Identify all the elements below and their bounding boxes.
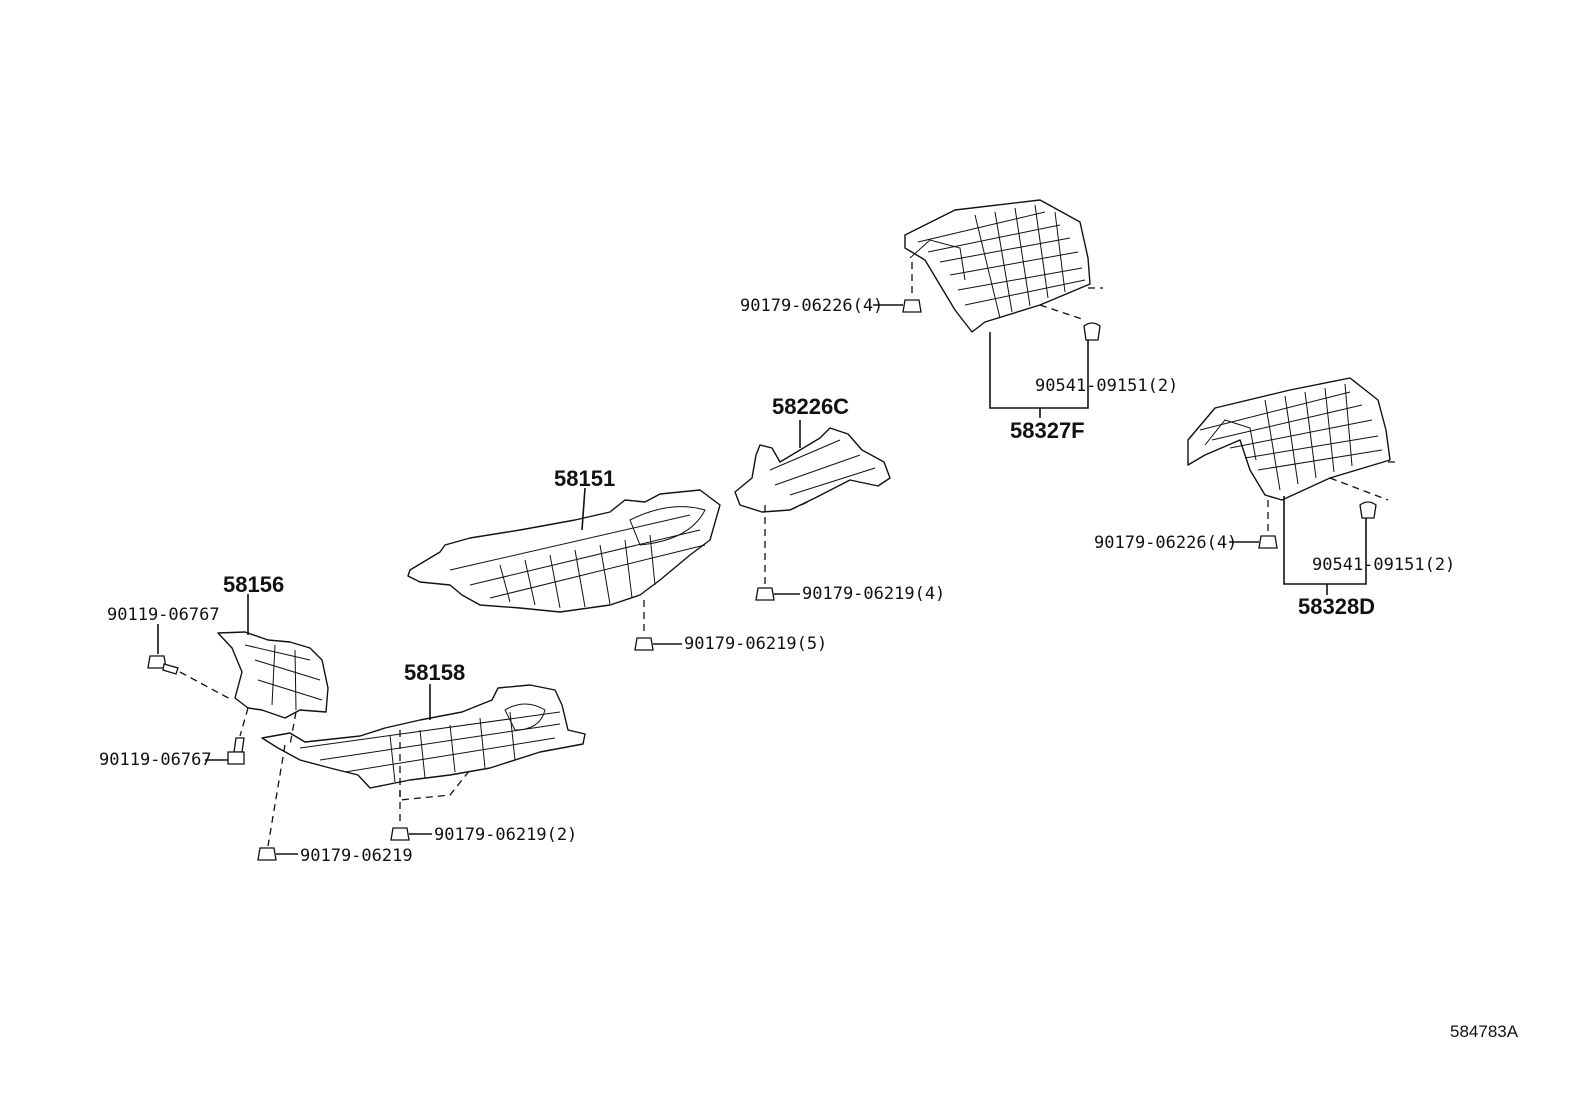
nut-90179-06219-2 — [390, 730, 432, 841]
label-58151: 58151 — [554, 466, 615, 491]
label-90541-09151-2-lower: 90541-09151(2) — [1312, 555, 1455, 575]
label-90119-06767-lower: 90119-06767 — [99, 750, 212, 770]
nut-90179-06226-upper — [873, 262, 922, 313]
label-90179-06226-4-lower: 90179-06226(4) — [1094, 533, 1237, 553]
heat-insulator-58226c — [734, 427, 891, 513]
label-58158: 58158 — [404, 660, 465, 685]
label-90179-06219-2: 90179-06219(2) — [434, 825, 577, 845]
nut-90179-06219-4 — [755, 505, 800, 601]
heat-insulator-58151 — [407, 489, 721, 613]
label-90179-06219-4: 90179-06219(4) — [802, 584, 945, 604]
label-90119-06767-upper: 90119-06767 — [107, 605, 220, 625]
label-90179-06226-4-upper: 90179-06226(4) — [740, 296, 883, 316]
bolt-90119-06767-lower — [205, 707, 249, 765]
label-58156: 58156 — [223, 572, 284, 597]
bolt-90119-06767-upper — [147, 624, 233, 701]
nut-90179-06219 — [257, 711, 298, 861]
heat-insulator-58156 — [217, 631, 329, 719]
label-90179-06219-5: 90179-06219(5) — [684, 634, 827, 654]
label-58328d: 58328D — [1298, 594, 1375, 619]
clip-90541-lower — [1359, 501, 1377, 519]
nut-90179-06226-lower — [1229, 500, 1278, 549]
nut-90179-06219-5 — [634, 600, 682, 651]
clip-90541-upper — [1083, 322, 1101, 341]
diagram-code: 584783A — [1450, 1022, 1519, 1041]
heat-insulator-58327f — [904, 199, 1103, 333]
label-90541-09151-2-upper: 90541-09151(2) — [1035, 376, 1178, 396]
label-58327f: 58327F — [1010, 418, 1085, 443]
label-58226c: 58226C — [772, 394, 849, 419]
label-90179-06219: 90179-06219 — [300, 846, 413, 866]
heat-insulator-58158 — [261, 684, 586, 801]
heat-insulator-58328d — [1187, 377, 1400, 501]
